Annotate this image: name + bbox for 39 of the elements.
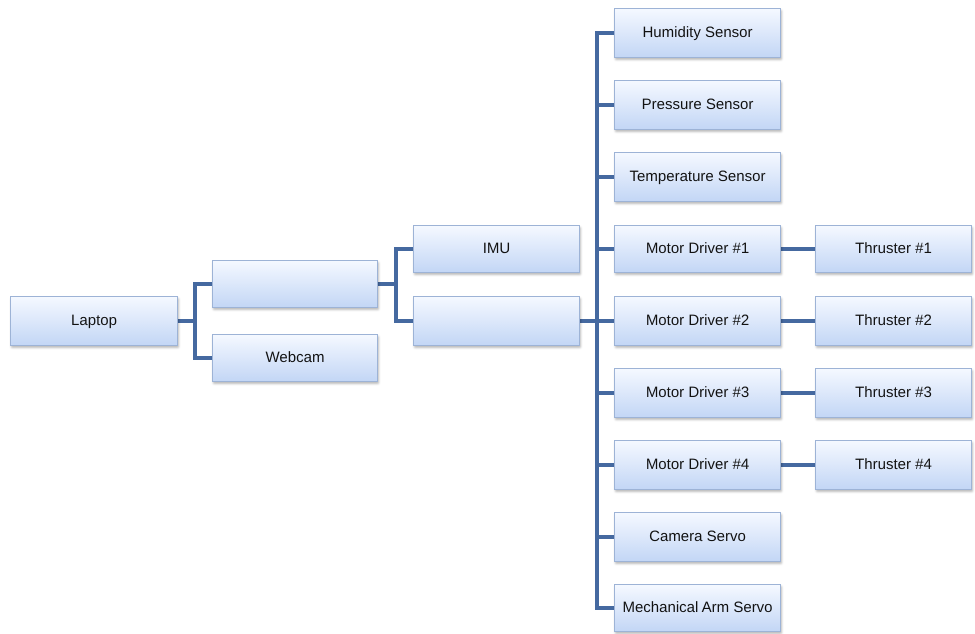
- component-box: [614, 440, 781, 490]
- component-label: IMU: [482, 240, 512, 258]
- component-box: [614, 152, 781, 202]
- empty-box: [212, 260, 378, 308]
- empty-box: [413, 296, 580, 346]
- component-label: Motor Driver #1: [644, 240, 750, 258]
- component-label: Motor Driver #4: [644, 456, 750, 474]
- component-label: Thruster #4: [854, 456, 933, 474]
- component-box: [614, 368, 781, 418]
- component-box: [614, 225, 781, 273]
- component-label: Thruster #1: [854, 240, 933, 258]
- component-box: [815, 296, 972, 346]
- component-box: [614, 512, 781, 562]
- component-label: Thruster #2: [854, 312, 933, 330]
- component-label: Webcam: [264, 349, 326, 367]
- connector-line: [781, 247, 815, 251]
- connector-line: [781, 319, 815, 323]
- component-label: Camera Servo: [648, 528, 747, 546]
- component-label: Temperature Sensor: [628, 168, 766, 186]
- component-box: [614, 296, 781, 346]
- component-label: Humidity Sensor: [641, 24, 754, 42]
- component-box: [212, 334, 378, 382]
- component-label: Motor Driver #2: [644, 312, 750, 330]
- connector-line: [580, 319, 614, 610]
- component-box: [413, 225, 580, 273]
- connector-line: [781, 391, 815, 395]
- component-box: [815, 368, 972, 418]
- component-label: Motor Driver #3: [644, 384, 750, 402]
- component-box: [10, 296, 178, 346]
- component-box: [614, 8, 781, 58]
- component-label: Laptop: [70, 312, 118, 330]
- component-box: [815, 440, 972, 490]
- component-label: Thruster #3: [854, 384, 933, 402]
- component-box: [815, 225, 972, 273]
- connector-line: [781, 463, 815, 467]
- component-box: [614, 584, 781, 632]
- component-box: [614, 80, 781, 130]
- component-label: Pressure Sensor: [640, 96, 754, 114]
- component-label: Mechanical Arm Servo: [621, 599, 774, 617]
